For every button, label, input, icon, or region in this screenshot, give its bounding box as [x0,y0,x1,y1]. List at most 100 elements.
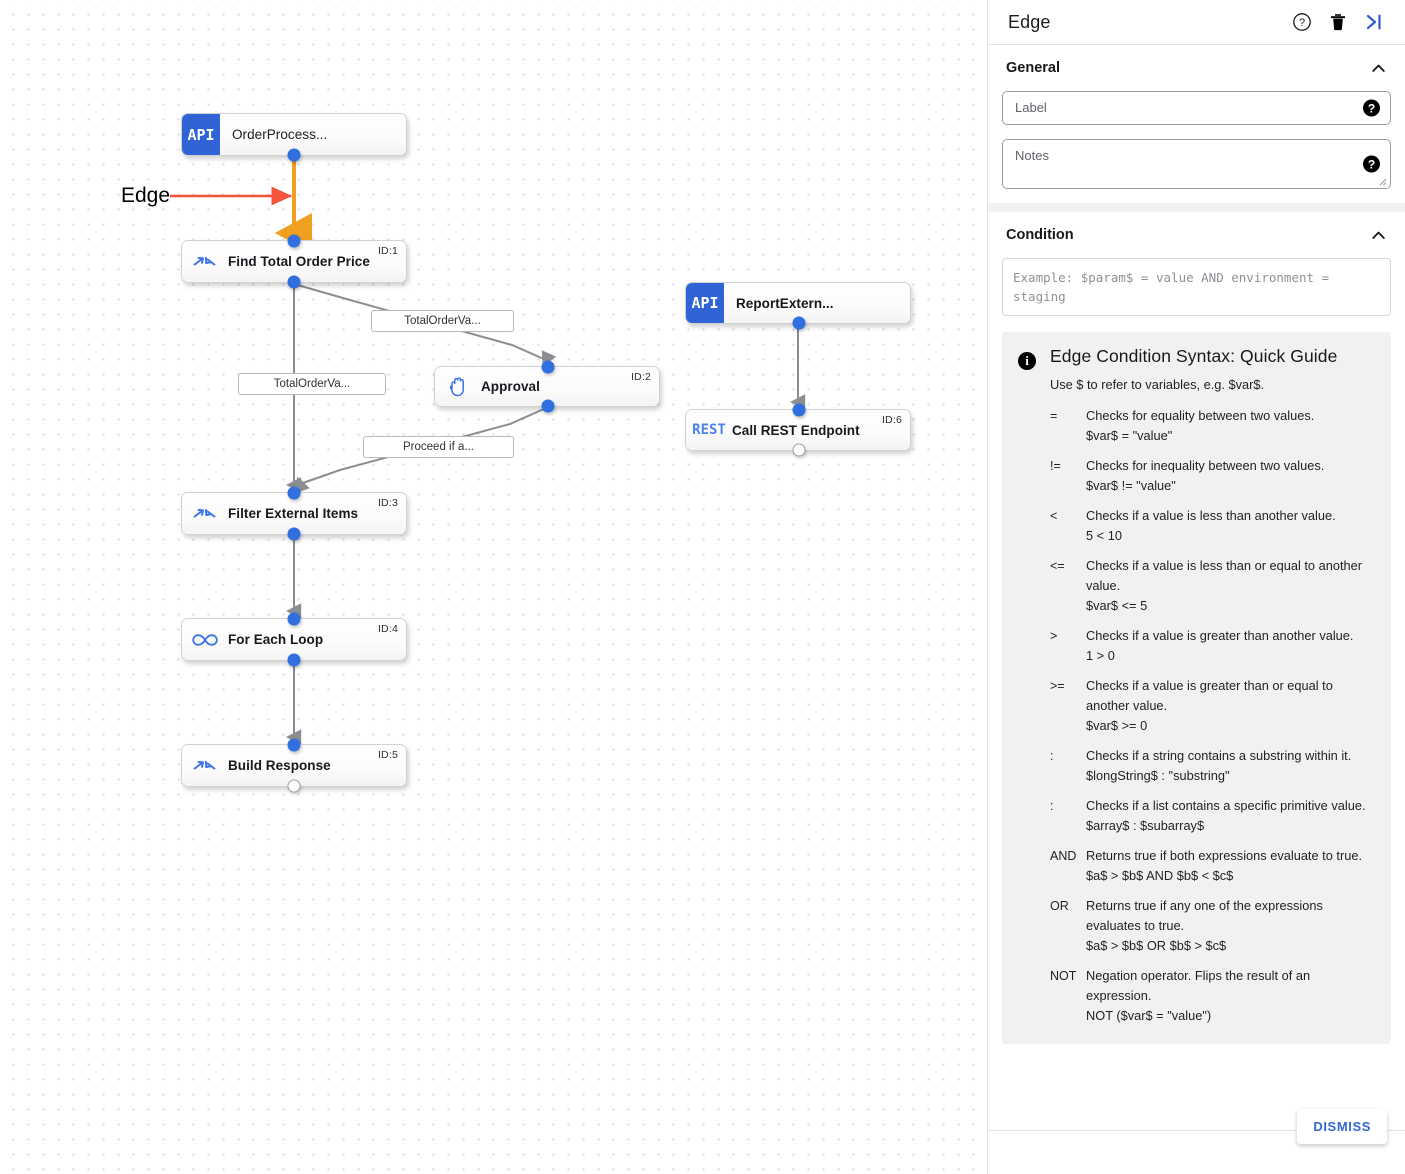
trash-icon[interactable] [1323,7,1353,37]
node-output-port[interactable] [287,653,301,667]
node-input-port[interactable] [287,738,301,752]
edge-label-text: Proceed if a... [403,441,474,453]
node-output-port[interactable] [792,443,806,457]
node-title: Call REST Endpoint [732,422,860,438]
node-id-label: ID:3 [377,497,398,509]
flow-node-build-response[interactable]: Build Response ID:5 [181,738,407,793]
node-output-port[interactable] [287,148,301,162]
help-circle-icon[interactable]: ? [1287,7,1317,37]
api-badge-icon: API [686,283,724,323]
edge-label[interactable]: TotalOrderVa... [238,373,386,395]
operator-row: AND Returns true if both expressions eva… [1050,846,1375,886]
node-id-label: ID:6 [881,414,902,426]
node-id-label: ID:4 [377,623,398,635]
resize-grip-icon[interactable] [1377,176,1387,186]
node-title: ReportExtern... [736,295,834,311]
operator-example: $var$ >= 0 [1086,718,1148,733]
operator-symbol: != [1050,459,1061,473]
operator-symbol: NOT [1050,969,1077,983]
notes-input[interactable] [1003,140,1344,182]
node-input-port[interactable] [287,486,301,500]
operator-symbol: AND [1050,849,1077,863]
hand-icon [435,376,481,398]
chevron-up-icon[interactable] [1369,59,1387,77]
panel-body: General ? ? [988,45,1405,1174]
node-output-port[interactable] [287,779,301,793]
edge-label[interactable]: Proceed if a... [363,436,514,458]
label-help-icon[interactable]: ? [1363,99,1380,117]
rest-badge-icon: REST [692,422,726,438]
node-title: For Each Loop [228,632,324,647]
section-title: General [1006,60,1060,76]
node-input-port[interactable] [287,612,301,626]
node-output-port[interactable] [792,316,806,330]
edge-annotation-label: Edge [121,184,171,207]
label-input[interactable] [1003,92,1344,124]
guide-title: Edge Condition Syntax: Quick Guide [1050,346,1338,366]
flow-node-approval[interactable]: Approval ID:2 [434,360,660,413]
operator-description: Returns true if both expressions evaluat… [1086,848,1362,863]
condition-expression-input[interactable]: Example: $param$ = value AND environment… [1002,258,1391,316]
node-title: OrderProcess... [232,127,328,142]
condition-syntax-guide: i Edge Condition Syntax: Quick Guide Use… [1002,332,1391,1044]
infinity-icon [182,633,228,647]
operator-example: NOT ($var$ = "value") [1086,1008,1212,1023]
node-output-port[interactable] [287,527,301,541]
node-input-port[interactable] [287,234,301,248]
notes-field-wrapper[interactable]: ? [1002,139,1391,189]
operator-row: != Checks for inequality between two val… [1050,456,1375,496]
node-id-label: ID:5 [377,749,398,761]
flow-node-find-total-order-price[interactable]: Find Total Order Price ID:1 [181,234,407,289]
operator-description: Checks for equality between two values. [1086,408,1315,423]
operator-example: 1 > 0 [1086,648,1115,663]
collapse-panel-icon[interactable] [1359,7,1389,37]
notes-help-icon[interactable]: ? [1363,155,1380,173]
operator-description: Checks if a string contains a substring … [1086,748,1352,763]
operator-description: Checks if a value is less than or equal … [1086,558,1363,593]
node-input-port[interactable] [792,403,806,417]
operator-symbol: > [1050,629,1058,643]
compress-arrows-icon [182,255,228,269]
node-title: Build Response [228,758,331,773]
operator-row: = Checks for equality between two values… [1050,406,1375,446]
section-condition-header[interactable]: Condition [1002,212,1391,258]
operator-row: > Checks if a value is greater than anot… [1050,626,1375,666]
operator-example: $var$ = "value" [1086,428,1173,443]
dismiss-button[interactable]: DISMISS [1297,1109,1387,1144]
panel-header: Edge ? [988,0,1405,45]
compress-arrows-icon [182,759,228,773]
chevron-up-icon[interactable] [1369,226,1387,244]
guide-subtitle: Use $ to refer to variables, e.g. $var$. [1050,377,1265,392]
operator-description: Checks if a value is less than another v… [1086,508,1336,523]
edges-layer [170,157,806,745]
api-badge-icon: API [182,114,220,155]
node-output-port[interactable] [287,275,301,289]
operator-symbol: : [1050,749,1054,763]
flow-node-orderprocess[interactable]: API OrderProcess... [181,113,407,162]
operator-row: : Checks if a list contains a specific p… [1050,796,1375,836]
operator-example: $var$ <= 5 [1086,598,1148,613]
flow-node-for-each-loop[interactable]: For Each Loop ID:4 [181,612,407,667]
operator-row: >= Checks if a value is greater than or … [1050,676,1375,736]
section-general-header[interactable]: General [1002,45,1391,91]
operator-example: 5 < 10 [1086,528,1122,543]
operator-row: : Checks if a string contains a substrin… [1050,746,1375,786]
compress-arrows-icon [182,507,228,521]
edge-label[interactable]: TotalOrderVa... [371,310,514,332]
edge-properties-panel: Edge ? [987,0,1405,1174]
flow-canvas[interactable]: Edge API OrderProcess... Find [0,0,987,1174]
node-input-port[interactable] [541,360,555,374]
operator-description: Checks if a value is greater than anothe… [1086,628,1354,643]
svg-text:?: ? [1299,17,1305,29]
flow-node-filter-external-items[interactable]: Filter External Items ID:3 [181,486,407,541]
flow-node-reportextern[interactable]: API ReportExtern... [685,282,911,330]
operator-symbol: : [1050,799,1054,813]
operator-example: $a$ > $b$ OR $b$ > $c$ [1086,938,1227,953]
flow-node-call-rest-endpoint[interactable]: REST Call REST Endpoint ID:6 [685,403,911,457]
operator-description: Returns true if any one of the expressio… [1086,898,1323,933]
node-id-label: ID:1 [377,245,398,257]
operator-description: Negation operator. Flips the result of a… [1086,968,1311,1003]
label-field-wrapper[interactable]: ? [1002,91,1391,125]
node-output-port[interactable] [541,399,555,413]
page-title: Edge [1008,11,1051,32]
